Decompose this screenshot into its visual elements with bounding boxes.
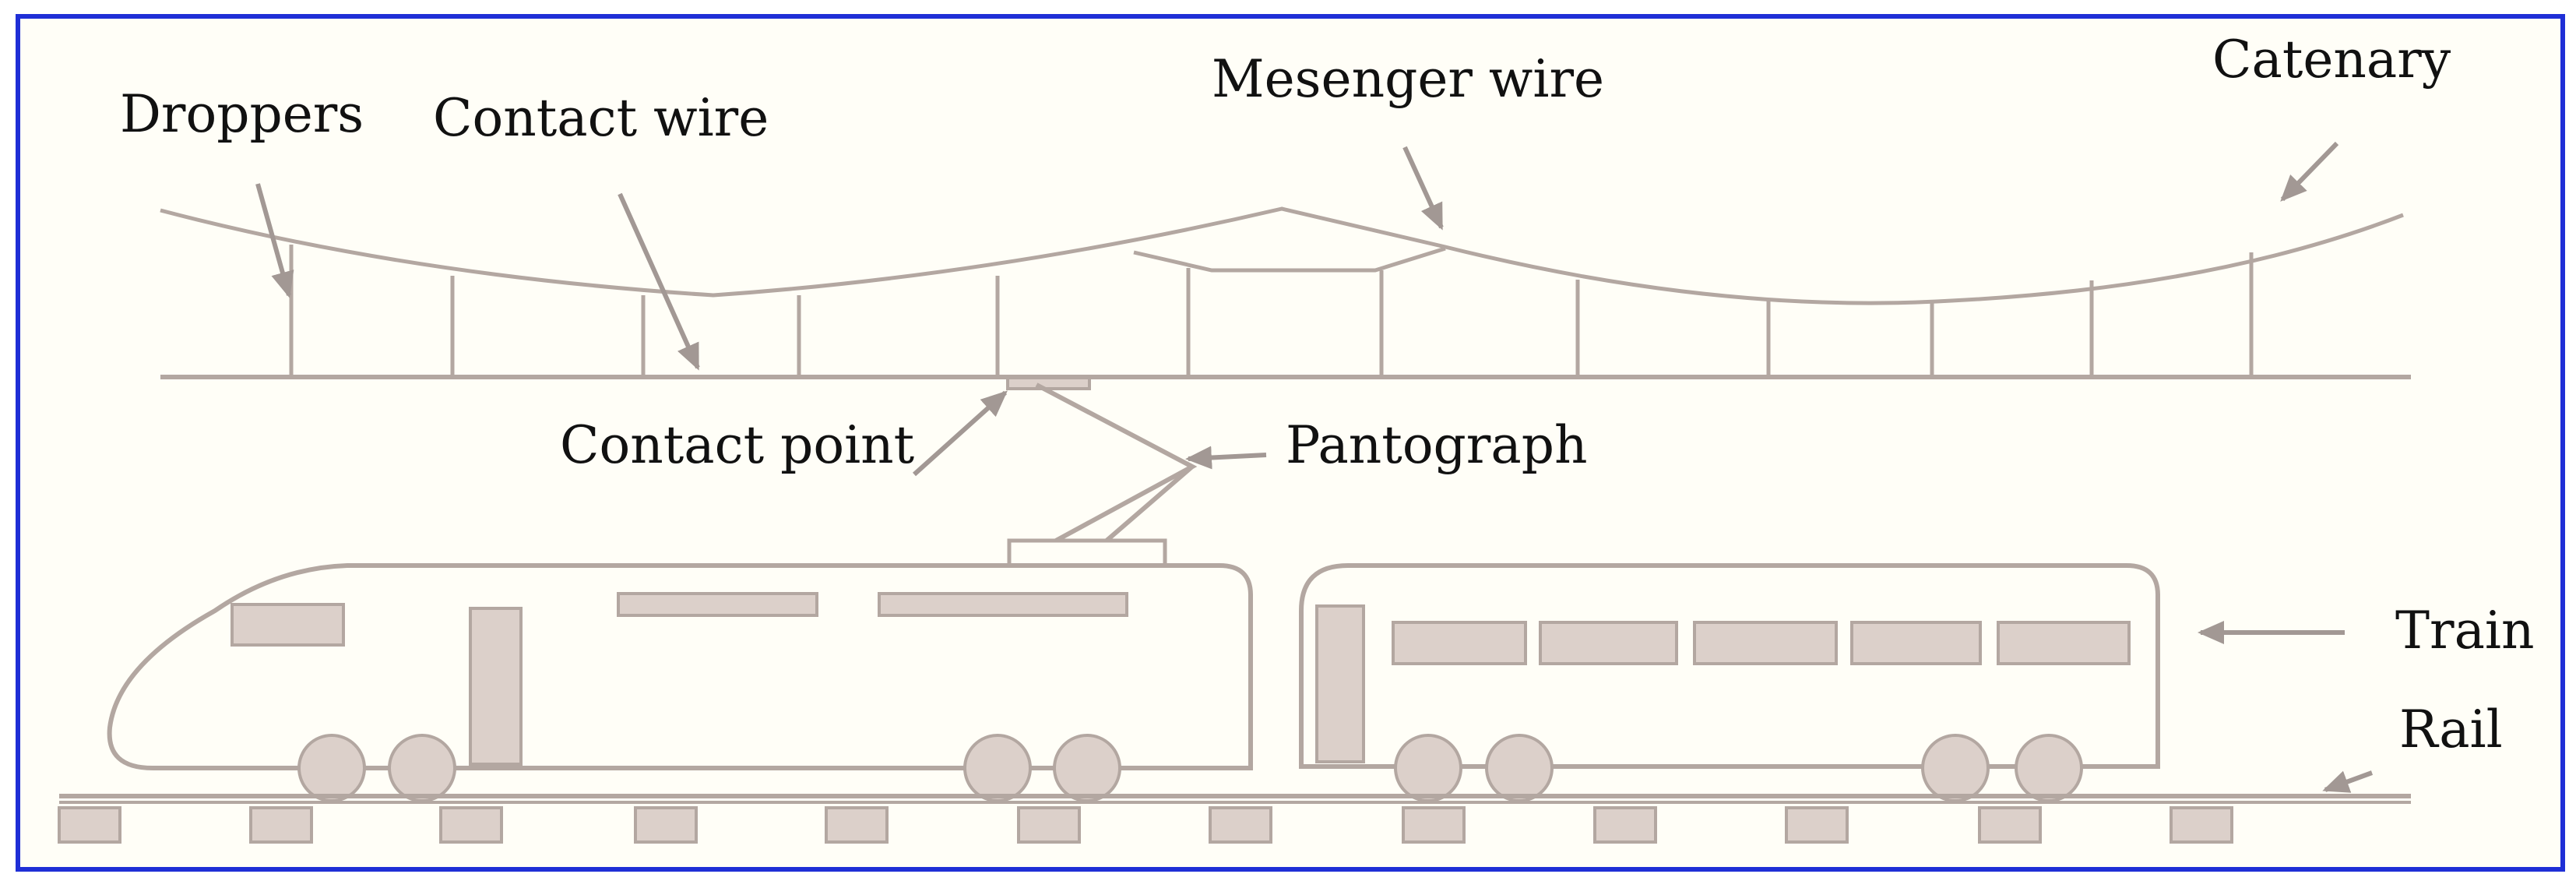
pantograph-label: Pantograph: [1286, 415, 1587, 475]
sleeper: [1209, 806, 1272, 844]
locomotive-cab-window: [231, 603, 345, 647]
contact-wire-arrow: [618, 192, 700, 371]
passenger-car: [1299, 563, 2160, 802]
droppers-label: Droppers: [120, 84, 364, 144]
wheel: [297, 734, 366, 802]
catenary-arrow: [2280, 141, 2339, 202]
sleeper: [1978, 806, 2042, 844]
droppers: [289, 245, 2254, 377]
wheel: [1485, 734, 1554, 802]
car-door: [1315, 604, 1365, 763]
car-window: [1693, 621, 1838, 665]
wheel: [1394, 734, 1462, 802]
sleeper: [2170, 806, 2233, 844]
sleeper: [249, 806, 313, 844]
wheel: [1921, 734, 1990, 802]
messenger-wire: [160, 206, 2404, 305]
locomotive: [107, 563, 1253, 802]
train-label: Train: [2395, 601, 2535, 661]
locomotive-window: [617, 592, 818, 617]
wheel: [2015, 734, 2083, 802]
leader-arrows: [255, 141, 2374, 793]
sleeper: [1017, 806, 1081, 844]
sleeper: [58, 806, 121, 844]
droppers-arrow: [255, 183, 294, 298]
contact-point-label: Contact point: [560, 415, 914, 475]
pantograph: [1006, 376, 1198, 568]
pantograph-arrow: [1185, 446, 1267, 470]
sleeper: [1593, 806, 1657, 844]
sleeper: [1402, 806, 1466, 844]
wheel: [388, 734, 456, 802]
sleeper: [825, 806, 889, 844]
locomotive-window: [878, 592, 1128, 617]
diagram-frame: Droppers Contact wire Mesenger wire Cate…: [16, 14, 2565, 872]
sleeper: [439, 806, 503, 844]
wheel: [1053, 734, 1121, 802]
rail: [58, 794, 2411, 844]
car-window: [1850, 621, 1982, 665]
messenger-wire-label: Mesenger wire: [1212, 49, 1604, 109]
rail-arrow: [2322, 770, 2374, 793]
contact-wire-label: Contact wire: [433, 88, 769, 148]
car-window: [1539, 621, 1678, 665]
wheel: [963, 734, 1032, 802]
rail-label: Rail: [2399, 700, 2503, 759]
catenary-label: Catenary: [2212, 30, 2451, 90]
locomotive-door: [469, 607, 523, 766]
overhead-catenary-diagram: Droppers Contact wire Mesenger wire Cate…: [58, 30, 2535, 844]
sleeper: [634, 806, 698, 844]
car-window: [1997, 621, 2131, 665]
messenger-wire-arrow: [1402, 146, 1444, 231]
contact-point-arrow: [912, 390, 1008, 477]
sleeper: [1785, 806, 1849, 844]
car-window: [1392, 621, 1527, 665]
